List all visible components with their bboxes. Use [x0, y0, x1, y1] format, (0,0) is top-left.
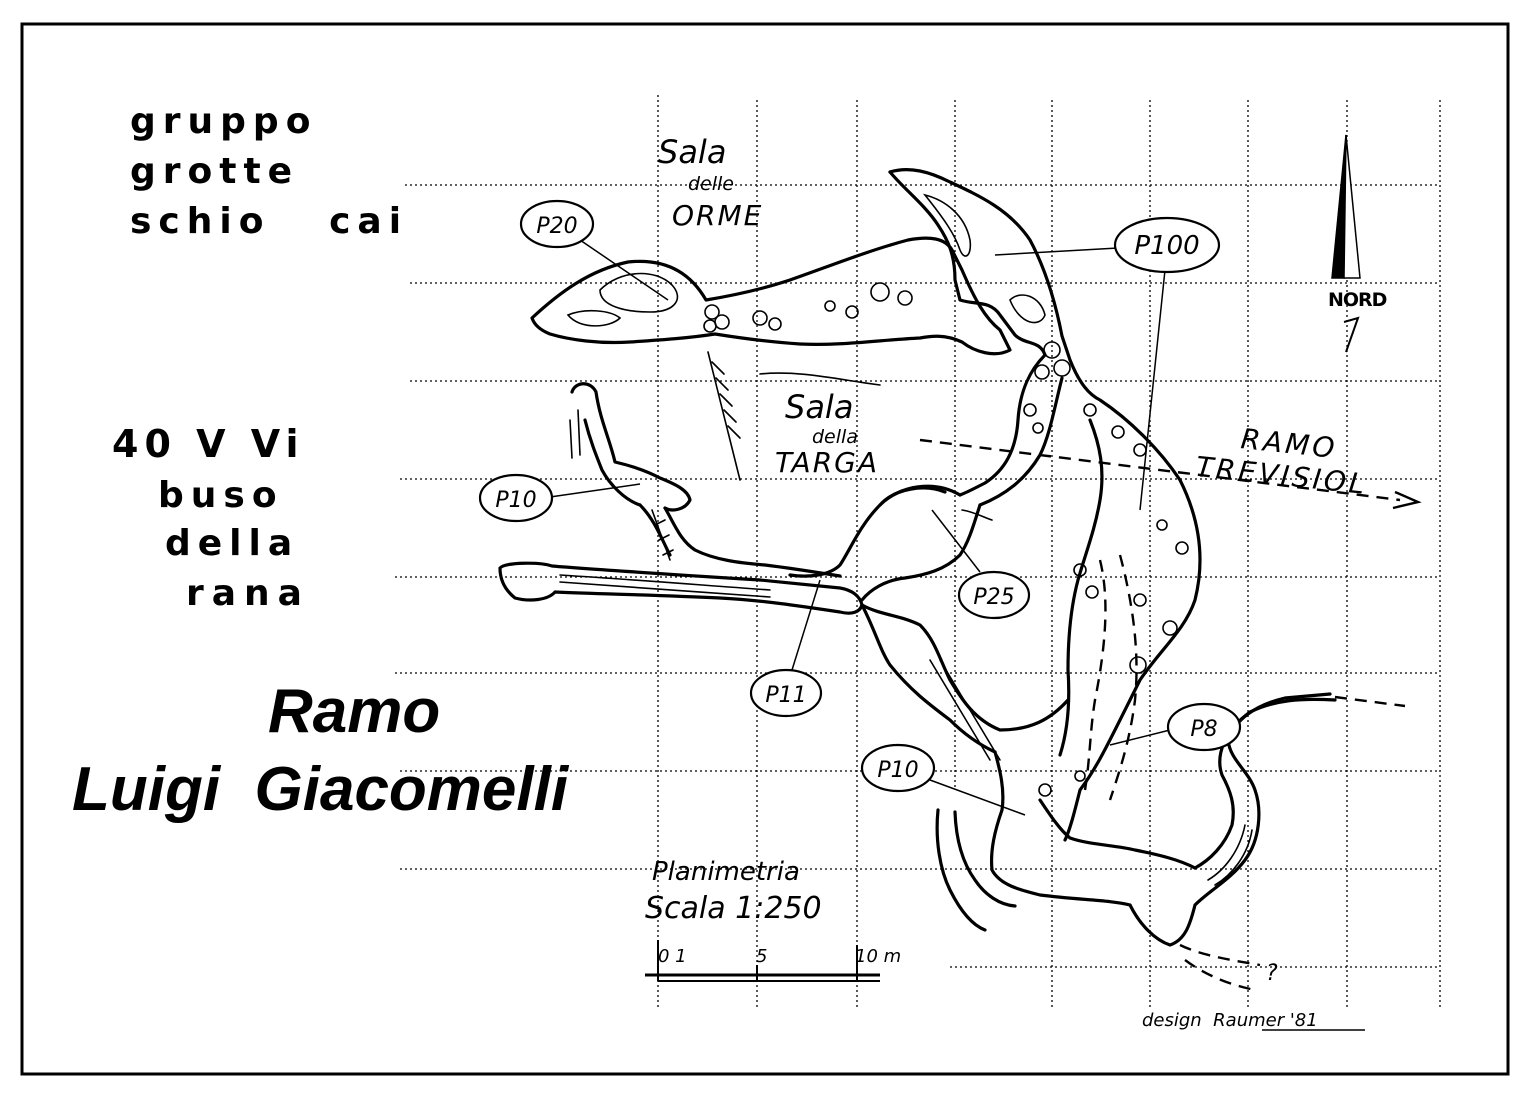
shaft-p25-label: P25 — [973, 585, 1014, 610]
shaft-p11-label: P11 — [765, 683, 806, 708]
shaft-p8-label: P8 — [1190, 717, 1217, 742]
scale-ratio: Scala 1:250 — [645, 891, 822, 926]
main-title: Ramo Luigi Giacomelli — [72, 677, 570, 824]
shaft-tag-p11: P11 — [749, 579, 823, 718]
cave-name-3: rana — [186, 573, 310, 614]
orme-line-3: ORME — [672, 199, 763, 232]
cave-passages — [498, 168, 1406, 992]
orme-line-2: delle — [688, 173, 734, 195]
orme-line-1: Sala — [658, 133, 726, 171]
targa-line-1: Sala — [785, 388, 853, 426]
shaft-p100-label: P100 — [1134, 231, 1199, 261]
targa-line-3: TARGA — [775, 446, 879, 479]
branch-direction-arrow — [919, 438, 1401, 502]
scale-tick-5: 5 — [756, 946, 767, 967]
shaft-tag-p8: P8 — [1109, 702, 1242, 752]
unknown-continuation-mark: ? — [1266, 961, 1278, 986]
cave-name-1: buso — [158, 475, 284, 516]
title-line-2: Luigi Giacomelli — [72, 755, 570, 824]
group-line-3: schio cai — [130, 201, 408, 242]
cave-number: 40 V Vi — [112, 422, 305, 466]
room-orme-label: Sala delle ORME — [658, 133, 763, 232]
shaft-tag-p10-west: P10 — [478, 473, 641, 523]
shaft-tag-p25: P25 — [931, 509, 1031, 620]
room-targa-label: Sala della TARGA — [775, 388, 879, 479]
map-frame — [20, 22, 1510, 1076]
group-header: gruppo grotte schio cai — [130, 101, 408, 242]
group-line-1: gruppo — [130, 101, 317, 142]
shaft-tag-p20: P20 — [519, 199, 669, 301]
cave-id-block: 40 V Vi buso della rana — [112, 422, 310, 614]
scale-title: Planimetria — [652, 857, 800, 887]
group-line-2: grotte — [130, 151, 299, 192]
shaft-tag-p10-south: P10 — [860, 743, 1026, 816]
scale-tick-10: 10 m — [855, 946, 901, 967]
scale-block: Planimetria Scala 1:250 0 1 5 10 m — [645, 857, 901, 982]
shaft-p20-label: P20 — [536, 214, 577, 239]
north-label: NORD — [1328, 289, 1387, 311]
cave-name-2: della — [165, 523, 299, 564]
shaft-p10-west-label: P10 — [495, 488, 536, 513]
north-arrow: NORD — [1328, 134, 1388, 353]
shaft-p10-south-label: P10 — [877, 758, 918, 783]
drafter-credit: design Raumer '81 — [1142, 1010, 1318, 1031]
branch-arrow-head — [1392, 490, 1422, 510]
targa-line-2: della — [812, 426, 858, 448]
scale-tick-0: 0 1 — [658, 946, 687, 967]
title-line-1: Ramo — [268, 677, 440, 746]
boulders — [703, 282, 1189, 797]
shaft-tag-p100: P100 — [994, 216, 1221, 511]
